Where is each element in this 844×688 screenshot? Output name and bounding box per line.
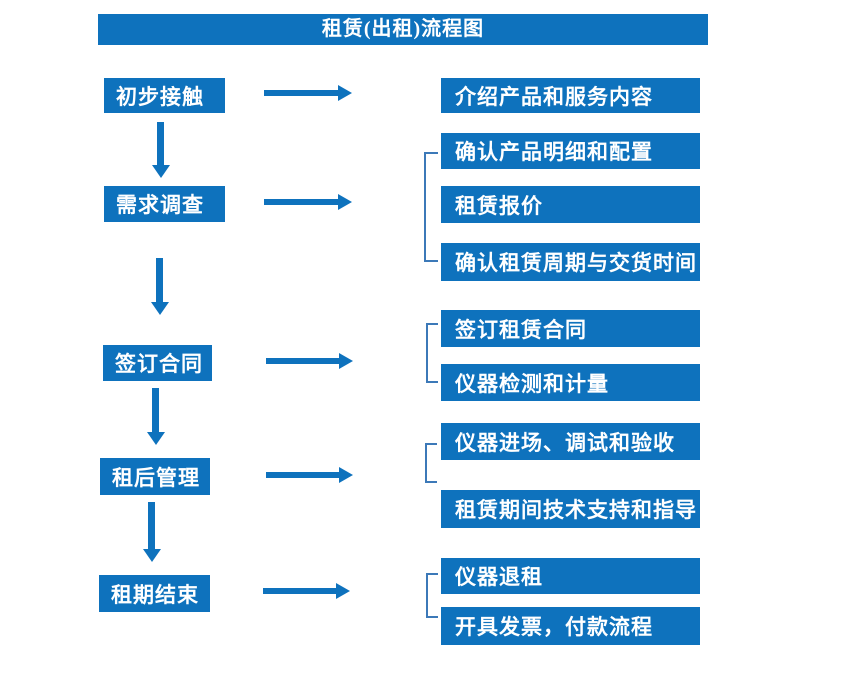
step-box-demand-survey: 需求调查 <box>104 186 225 222</box>
detail-box-sign-rental-contract: 签订租赁合同 <box>441 310 700 347</box>
arrow-down-step1-step2-icon <box>157 122 164 165</box>
detail-box-confirm-product-details: 确认产品明细和配置 <box>441 133 700 169</box>
arrow-down-step2-step3-icon <box>156 258 163 302</box>
arrow-down-step3-step4-icon <box>152 388 159 432</box>
flowchart-title: 租赁(出租)流程图 <box>98 14 708 45</box>
arrow-right-contract-signing-icon <box>266 358 339 364</box>
detail-box-instrument-testing-metering: 仪器检测和计量 <box>441 364 700 401</box>
arrow-right-demand-survey-icon <box>264 199 338 205</box>
bracket-post-rental-details-icon <box>425 443 437 483</box>
detail-box-invoice-payment: 开具发票，付款流程 <box>441 607 700 645</box>
step-box-rental-end: 租期结束 <box>99 575 210 612</box>
detail-box-confirm-period-delivery: 确认租赁周期与交货时间 <box>441 243 700 281</box>
detail-box-instrument-return: 仪器退租 <box>441 558 700 594</box>
step-box-initial-contact: 初步接触 <box>104 78 225 113</box>
arrow-right-post-rental-icon <box>266 472 339 478</box>
detail-box-rental-tech-support: 租赁期间技术支持和指导 <box>441 490 700 528</box>
bracket-rental-end-details-icon <box>426 573 438 618</box>
detail-box-rental-quotation: 租赁报价 <box>441 186 700 223</box>
bracket-demand-survey-details-icon <box>424 152 438 262</box>
arrow-right-rental-end-icon <box>263 588 336 594</box>
arrow-down-step4-step5-icon <box>148 502 155 549</box>
bracket-contract-signing-details-icon <box>426 323 438 383</box>
step-box-contract-signing: 签订合同 <box>103 345 212 381</box>
step-box-post-rental-management: 租后管理 <box>100 458 210 495</box>
detail-box-instrument-setup-acceptance: 仪器进场、调试和验收 <box>441 423 700 460</box>
detail-box-intro-products-services: 介绍产品和服务内容 <box>441 78 700 113</box>
arrow-right-initial-contact-icon <box>264 90 338 96</box>
